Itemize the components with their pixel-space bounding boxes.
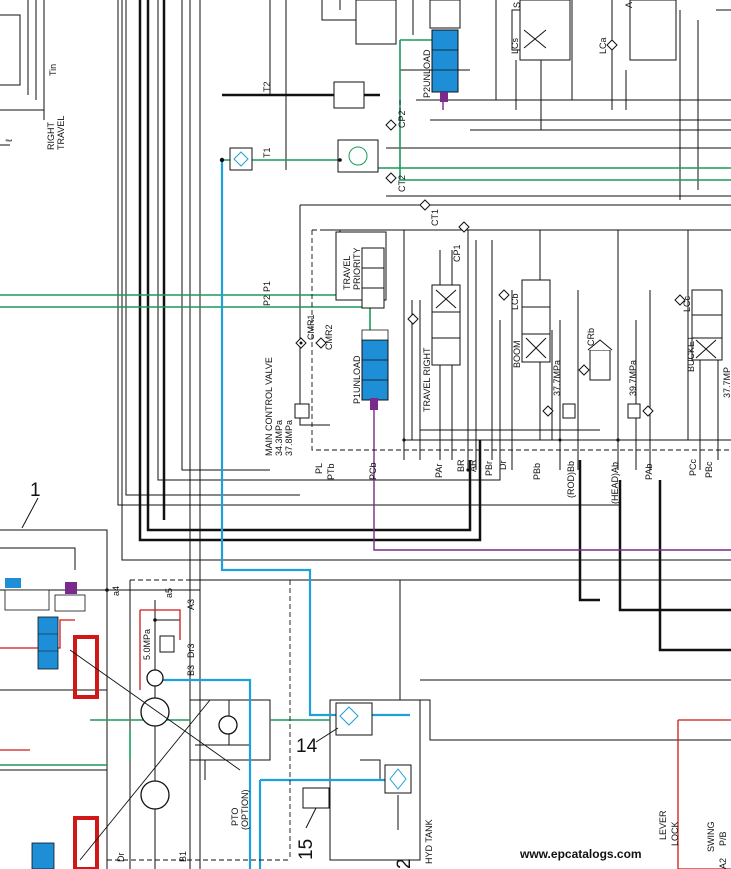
- label-tin: Tin: [48, 64, 58, 76]
- label-t2: T2: [262, 81, 272, 92]
- label-b3: B3: [186, 665, 196, 676]
- p2-unload-valve: [429, 0, 461, 102]
- label-pl: PL: [314, 463, 324, 474]
- label-t1: T1: [262, 147, 272, 158]
- label-pcb: PCb: [368, 462, 378, 480]
- label-pto: PTO: [230, 808, 240, 826]
- label-lock: LOCK: [670, 821, 680, 846]
- label-dr-bottom: Dr: [116, 853, 126, 863]
- label-34-3mpa: 34.3MPa: [274, 420, 284, 456]
- label-pab: PAb: [644, 464, 654, 480]
- label-lca: LCa: [598, 37, 608, 54]
- label-p2: P2: [262, 295, 272, 306]
- p1-unload-valve: [361, 329, 389, 410]
- label-dr-top: Dr: [498, 461, 508, 471]
- label-lcs: LCs: [510, 37, 520, 54]
- label-a: A: [624, 2, 634, 8]
- thick-lines: [138, 0, 731, 652]
- label-ar: AR: [468, 459, 478, 472]
- pumps: [69, 649, 241, 861]
- label-travel-right: TRAVEL RIGHT: [422, 347, 432, 412]
- label-lcc: LCc: [682, 295, 692, 312]
- label-p1: P1: [262, 281, 272, 292]
- label-par: PAr: [434, 464, 444, 478]
- label-cp2: CP2: [397, 110, 407, 128]
- relief-valves: [159, 403, 641, 653]
- label-dr3: Dr3: [186, 643, 196, 658]
- label-a4: a4: [111, 586, 121, 596]
- label-ptb: PTb: [326, 463, 336, 480]
- label-bucket: BUCKET: [686, 335, 696, 372]
- label-right: RIGHT: [46, 122, 56, 151]
- label-travel: TRAVEL: [56, 116, 66, 150]
- top-valve-stack: [355, 0, 677, 61]
- spool-valves: [431, 279, 723, 381]
- part-number-2: 2: [394, 858, 415, 869]
- part-number-14: 14: [296, 736, 318, 757]
- label-br: BR: [456, 459, 466, 472]
- label-boom: BOOM: [512, 340, 522, 368]
- label-head-ab: (HEAD)Ab: [610, 462, 620, 504]
- label-pbc: PBc: [704, 461, 714, 478]
- label-cp1: CP1: [452, 244, 462, 262]
- part-number-15: 15: [296, 839, 317, 860]
- label-b1: B1: [178, 851, 188, 862]
- left-actuators: [4, 578, 99, 869]
- label-s: S: [512, 2, 522, 8]
- travel-priority-valve: [335, 231, 387, 309]
- label-pbb: PBb: [532, 463, 542, 480]
- label-cmr1: CMR1: [306, 314, 316, 340]
- leader-lines: [21, 497, 339, 829]
- label-37-7mpa: 37.7MPa: [552, 360, 562, 396]
- label-travel-priority-1: TRAVEL: [342, 256, 352, 290]
- label-swing: SWING: [706, 822, 716, 853]
- relief-lines: [0, 609, 731, 869]
- junction-dots: [105, 157, 620, 622]
- label-ct1: CT1: [430, 209, 440, 226]
- label-main-control-valve: MAIN CONTROL VALVE: [264, 357, 274, 456]
- label-5-0mpa: 5.0MPa: [142, 629, 152, 660]
- label-lever: LEVER: [658, 810, 668, 840]
- label-p2unload: P2UNLOAD: [422, 49, 432, 98]
- label-travel-priority-2: PRIORITY: [352, 247, 362, 290]
- labels: RIGHT TRAVEL Tin ℓ T2 T1 P1 P2 CP2 CT2 C…: [4, 2, 731, 869]
- filters: [229, 81, 412, 809]
- label-a5: a5: [164, 588, 174, 598]
- label-hyd-tank: HYD TANK: [424, 819, 434, 864]
- label-a3: A3: [186, 599, 196, 610]
- dashed-boundaries: [107, 100, 731, 861]
- label-crb: CRb: [586, 328, 596, 346]
- label-ct2: CT2: [397, 175, 407, 192]
- label-lcb: LCb: [510, 293, 520, 310]
- label-pcc: PCc: [688, 458, 698, 476]
- watermark: www.epcatalogs.com: [519, 847, 642, 861]
- label-cmr2: CMR2: [324, 324, 334, 350]
- label-39-7mpa: 39.7MPa: [628, 360, 638, 396]
- label-37-8mpa: 37.8MPa: [284, 420, 294, 456]
- label-37-7mp: 37.7MP: [722, 367, 731, 398]
- part-number-1: 1: [30, 480, 41, 501]
- label-pb: P/B: [718, 831, 728, 846]
- label-pto-option: (OPTION): [240, 790, 250, 831]
- label-p1unload: P1UNLOAD: [352, 355, 362, 404]
- label-a2: A2: [718, 858, 728, 869]
- label-pbr: PBr: [484, 461, 494, 476]
- label-rod-bb: (ROD)Bb: [566, 461, 576, 498]
- suction-lines: [160, 160, 410, 869]
- label-fitting: ℓ: [4, 138, 14, 142]
